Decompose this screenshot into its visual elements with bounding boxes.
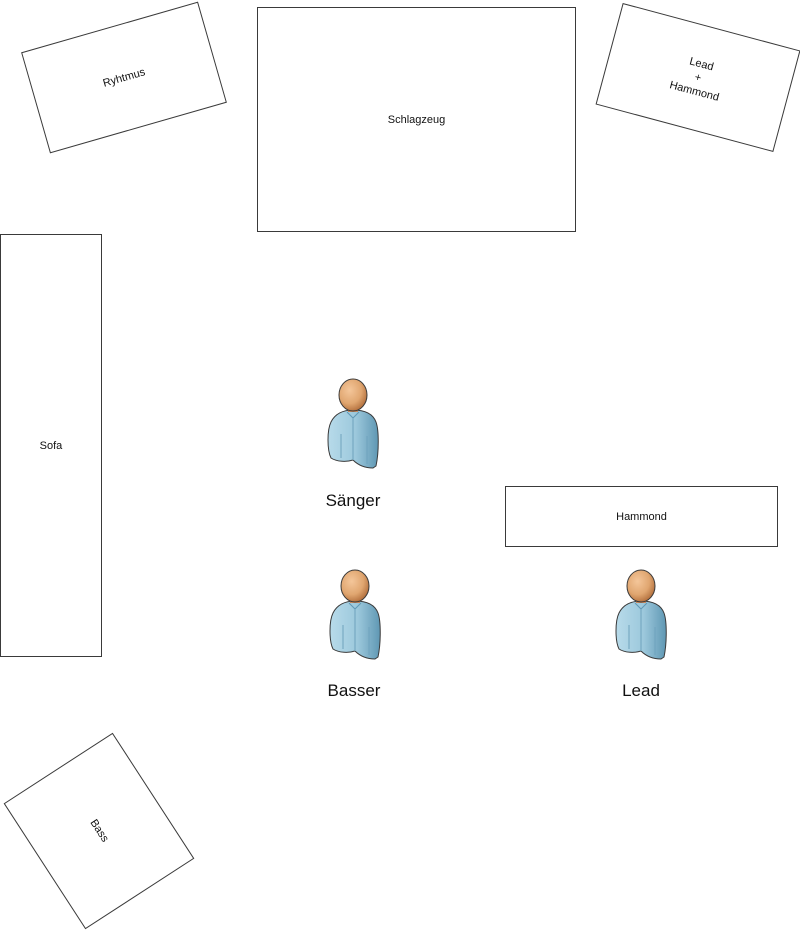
lead-hammond-amp-box: Lead + Hammond xyxy=(595,2,800,153)
lead-hammond-amp-label: Lead + Hammond xyxy=(668,51,728,105)
lead-guitarist-label: Lead xyxy=(622,681,660,700)
lead-guitarist-person-icon xyxy=(611,569,671,661)
drums-box: Schlagzeug xyxy=(257,7,576,232)
drums-label: Schlagzeug xyxy=(387,113,446,126)
bass-amp-box: Bass xyxy=(3,732,195,930)
sofa-box: Sofa xyxy=(0,234,102,657)
bassist-person-icon xyxy=(325,569,385,661)
hammond-organ-label: Hammond xyxy=(616,510,667,523)
rhythm-amp-label: Ryhtmus xyxy=(101,65,147,90)
lead-hammond-line-2: + xyxy=(693,70,703,85)
bassist-label: Basser xyxy=(327,681,381,700)
singer-label: Sänger xyxy=(325,491,381,510)
rhythm-amp-box: Ryhtmus xyxy=(21,1,227,154)
sofa-label: Sofa xyxy=(39,439,63,452)
hammond-organ-box: Hammond xyxy=(505,486,778,547)
singer-person-icon xyxy=(323,378,383,470)
bass-amp-label: Bass xyxy=(87,817,111,845)
